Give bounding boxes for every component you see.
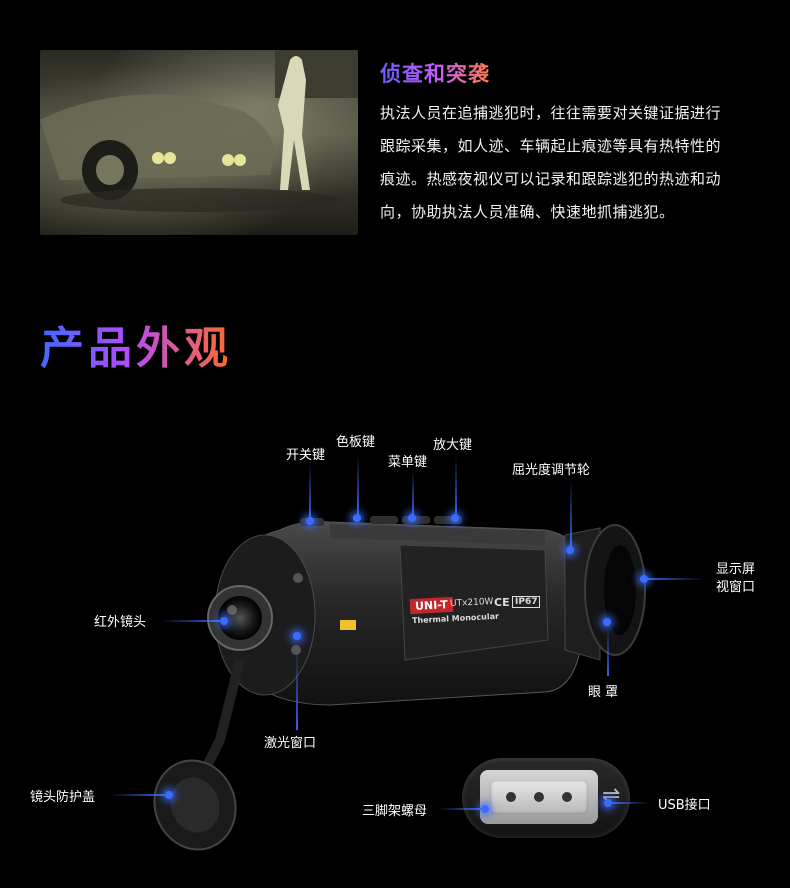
appearance-title: 产品外观 [40, 312, 232, 376]
section-line: 执法人员在追捕逃犯时，往往需要对关键证据进行 [380, 104, 722, 122]
leader-line [160, 620, 220, 622]
leader-line [645, 578, 705, 580]
section-heading: 侦查和突袭 [380, 58, 490, 88]
menu-key-label: 菜单键 [388, 455, 428, 470]
leader-line [455, 454, 457, 516]
tripod-nut-label: 三脚架螺母 [362, 804, 428, 819]
usb-port-label: USB接口 [658, 798, 711, 813]
bottom-plate-face [490, 780, 588, 814]
palette-key-marker [353, 514, 361, 522]
leader-line [108, 794, 166, 796]
display-window-label-line: 视窗口 [716, 580, 756, 595]
section-line: 痕迹。热感夜视仪可以记录和跟踪逃犯的热迹和动 [380, 170, 722, 188]
ir-lens-label: 红外镜头 [94, 615, 147, 630]
leader-line [570, 478, 572, 548]
lens-cap-label: 镜头防护盖 [30, 790, 96, 805]
thermal-scene-image [40, 50, 358, 235]
lens-cap-marker [165, 791, 173, 799]
display-window-marker [640, 575, 648, 583]
display-window-label-line: 显示屏 [716, 562, 756, 577]
thermal-scene-illustration [40, 50, 358, 212]
usb-port-marker [604, 799, 612, 807]
leader-line [610, 802, 650, 804]
ir-lens-marker [220, 617, 228, 625]
leader-line [309, 462, 311, 518]
eye-cup-marker [603, 618, 611, 626]
eye-cup-label: 眼 罩 [588, 685, 619, 700]
screw-hole [534, 792, 544, 802]
zoom-key-label: 放大键 [433, 438, 473, 453]
power-key-label: 开关键 [286, 448, 326, 463]
bottom-plate [480, 770, 598, 824]
section-line: 向，协助执法人员准确、快速地抓捕逃犯。 [380, 203, 675, 221]
laser-window-label: 激光窗口 [264, 736, 317, 751]
leader-line [438, 808, 482, 810]
display-window-label: 显示屏 视窗口 [716, 561, 755, 597]
section-line: 跟踪采集，如人迹、车辆起止痕迹等具有热特性的 [380, 137, 722, 155]
diopter-wheel-label: 屈光度调节轮 [512, 463, 591, 478]
screw-hole [506, 792, 516, 802]
ip-rating-badge: IP67 [512, 596, 541, 608]
power-key-marker [306, 517, 314, 525]
leader-line [357, 452, 359, 516]
menu-key-marker [408, 514, 416, 522]
diopter-wheel-marker [566, 546, 574, 554]
leader-line [412, 470, 414, 516]
leader-line [296, 642, 298, 730]
section-body: 执法人员在追捕逃犯时，往往需要对关键证据进行 跟踪采集，如人迹、车辆起止痕迹等具… [380, 97, 752, 229]
zoom-key-marker [451, 514, 459, 522]
laser-window-marker [293, 632, 301, 640]
leader-line [607, 626, 609, 676]
usb-tripod-detail: ⇌ [462, 758, 630, 838]
screw-hole [562, 792, 572, 802]
ce-mark: CE [494, 596, 510, 609]
brand-badge: UNI-T [409, 596, 454, 615]
palette-key-label: 色板键 [336, 435, 376, 450]
tripod-nut-marker [481, 805, 489, 813]
